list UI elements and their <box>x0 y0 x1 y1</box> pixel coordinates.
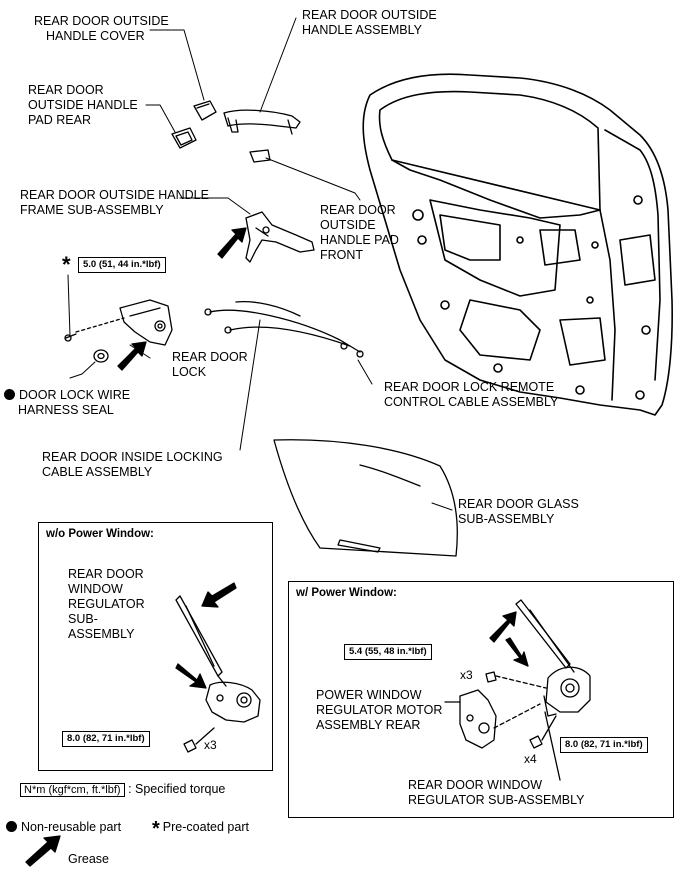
label-pad-rear: REAR DOOR OUTSIDE HANDLE PAD REAR <box>28 83 138 128</box>
label-line: REGULATOR MOTOR <box>316 703 443 717</box>
label-line: POWER WINDOW <box>316 688 422 702</box>
label-line: REAR DOOR WINDOW <box>408 778 543 792</box>
label-line: REAR DOOR OUTSIDE <box>34 14 169 28</box>
label-line: OUTSIDE <box>320 218 376 232</box>
manual-window-box <box>38 522 273 771</box>
manual-window-title: w/o Power Window: <box>46 528 154 540</box>
label-line: OUTSIDE HANDLE <box>28 98 138 112</box>
power-window-title: w/ Power Window: <box>296 587 397 599</box>
label-line: FRAME SUB-ASSEMBLY <box>20 203 164 217</box>
label-harness-seal: DOOR LOCK WIRE HARNESS SEAL <box>4 388 130 418</box>
glass-part <box>273 439 458 557</box>
torque-motor: 5.4 (55, 48 in.*lbf) <box>344 644 432 660</box>
label-line: DOOR LOCK WIRE <box>19 388 131 402</box>
label-pad-front: REAR DOOR OUTSIDE HANDLE PAD FRONT <box>320 203 399 263</box>
torque-power-regulator: 8.0 (82, 71 in.*lbf) <box>560 737 648 753</box>
door-lock-part <box>64 299 173 346</box>
label-line: REAR DOOR <box>68 567 144 581</box>
label-inside-cable: REAR DOOR INSIDE LOCKING CABLE ASSEMBLY <box>42 450 223 480</box>
label-line: HANDLE PAD <box>320 233 399 247</box>
label-remote-cable: REAR DOOR LOCK REMOTE CONTROL CABLE ASSE… <box>384 380 558 410</box>
legend-precoated-text: Pre-coated part <box>162 820 249 834</box>
handle-assembly-part <box>223 109 301 135</box>
label-line: WINDOW <box>68 582 123 596</box>
legend-torque: N*m (kgf*cm, ft.*lbf) : Specified torque <box>20 782 226 797</box>
door-panel <box>362 73 673 416</box>
pad-rear-part <box>171 127 197 149</box>
label-regulator-power: REAR DOOR WINDOW REGULATOR SUB-ASSEMBLY <box>408 778 584 808</box>
frame-part <box>245 211 315 263</box>
label-line: LOCK <box>172 365 207 379</box>
multiplier-motor-bolts: x3 <box>460 668 473 682</box>
label-glass: REAR DOOR GLASS SUB-ASSEMBLY <box>458 497 579 527</box>
legend-non-reusable: Non-reusable part <box>6 820 121 834</box>
legend-non-reusable-text: Non-reusable part <box>21 820 122 834</box>
label-line: REAR DOOR OUTSIDE HANDLE <box>20 188 209 202</box>
label-line: ASSEMBLY <box>68 627 135 641</box>
non-reusable-icon <box>6 821 17 832</box>
label-line: REAR DOOR INSIDE LOCKING <box>42 450 223 464</box>
label-regulator-manual: REAR DOOR WINDOW REGULATOR SUB- ASSEMBLY <box>68 567 145 642</box>
label-handle-cover: REAR DOOR OUTSIDE HANDLE COVER <box>34 14 169 44</box>
harness-seal-part <box>93 349 109 363</box>
label-line: SUB- <box>68 612 98 626</box>
legend-grease: Grease <box>68 852 109 866</box>
label-line: REGULATOR <box>68 597 145 611</box>
power-window-box <box>288 581 674 818</box>
grease-arrows <box>25 227 529 867</box>
legend-torque-text: : Specified torque <box>128 782 226 796</box>
torque-lock: 5.0 (51, 44 in.*lbf) <box>78 257 166 273</box>
label-frame-sub-assembly: REAR DOOR OUTSIDE HANDLE FRAME SUB-ASSEM… <box>20 188 209 218</box>
multiplier-manual-bolts: x3 <box>204 738 217 752</box>
label-line: CONTROL CABLE ASSEMBLY <box>384 395 559 409</box>
label-line: CABLE ASSEMBLY <box>42 465 153 479</box>
label-line: HARNESS SEAL <box>18 403 114 417</box>
label-line: PAD REAR <box>28 113 91 127</box>
cables-part <box>204 300 364 358</box>
manual-regulator-part <box>175 595 261 753</box>
label-line: REAR DOOR OUTSIDE <box>302 8 437 22</box>
pad-front-part <box>249 149 271 163</box>
precoated-icon: * <box>152 818 160 840</box>
label-handle-assembly: REAR DOOR OUTSIDE HANDLE ASSEMBLY <box>302 8 437 38</box>
torque-manual-regulator: 8.0 (82, 71 in.*lbf) <box>62 731 150 747</box>
precoated-mark: * <box>62 252 71 277</box>
label-line: SUB-ASSEMBLY <box>458 512 555 526</box>
power-regulator-part <box>444 599 591 781</box>
label-line: REAR DOOR <box>28 83 104 97</box>
label-line: HANDLE ASSEMBLY <box>302 23 422 37</box>
multiplier-power-bolts: x4 <box>524 752 537 766</box>
label-line: ASSEMBLY REAR <box>316 718 421 732</box>
label-line: REGULATOR SUB-ASSEMBLY <box>408 793 585 807</box>
handle-cover-part <box>193 100 217 121</box>
leader-lines <box>67 17 453 511</box>
legend-precoated: *Pre-coated part <box>152 818 249 841</box>
label-line: REAR DOOR GLASS <box>458 497 579 511</box>
legend-torque-box: N*m (kgf*cm, ft.*lbf) <box>20 783 125 797</box>
label-line: HANDLE COVER <box>46 29 145 43</box>
label-line: REAR DOOR <box>172 350 248 364</box>
legend-grease-text: Grease <box>68 852 109 866</box>
label-door-lock: REAR DOOR LOCK <box>172 350 248 380</box>
label-line: REAR DOOR <box>320 203 396 217</box>
label-line: FRONT <box>320 248 364 262</box>
non-reusable-icon <box>4 389 15 400</box>
label-line: REAR DOOR LOCK REMOTE <box>384 380 555 394</box>
label-motor: POWER WINDOW REGULATOR MOTOR ASSEMBLY RE… <box>316 688 442 733</box>
